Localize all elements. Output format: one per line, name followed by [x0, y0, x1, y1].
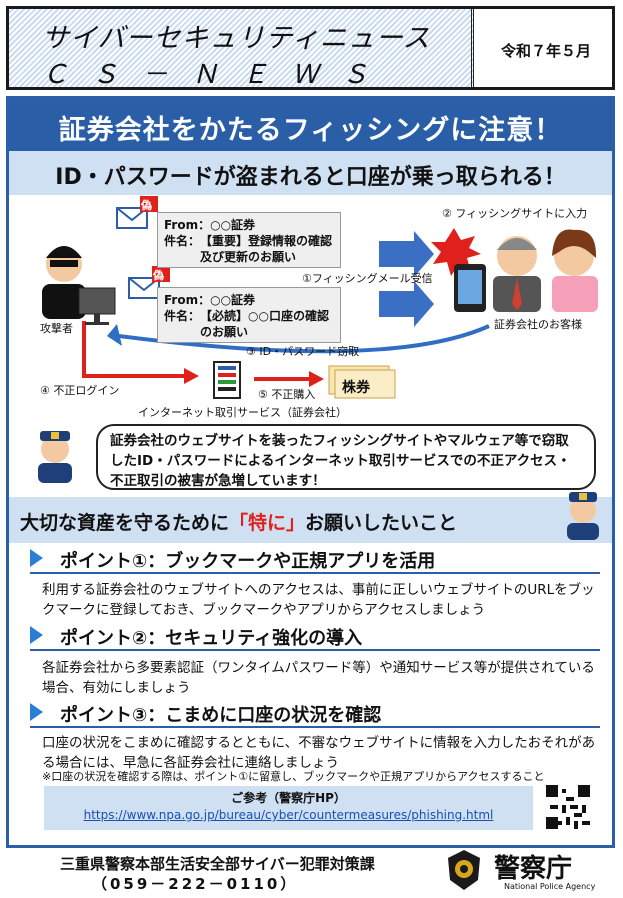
mail-subject-label: 件名： — [164, 234, 201, 248]
point1-title: ポイント①：ブックマークや正規アプリを活用 — [60, 551, 436, 572]
request-after: お願いしたいこと — [305, 512, 458, 534]
arrow-to-customer-1 — [379, 231, 434, 277]
step3-label: ③ ID・パスワード窃取 — [246, 345, 360, 358]
service-label: インターネット取引サービス（証券会社） — [138, 406, 347, 419]
mail-subject-row: 件名：【重要】登録情報の確認及び更新のお願い — [164, 233, 334, 265]
phishing-mail-1: From：○○証券 件名：【重要】登録情報の確認及び更新のお願い — [157, 212, 341, 268]
point2-body: 各証券会社から多要素認証（ワンタイムパスワード等）や通知サービス等が提供されてい… — [42, 660, 595, 696]
point-marker-icon — [30, 703, 43, 721]
mail-subject-row: 件名：【必読】○○口座の確認のお願い — [164, 308, 334, 340]
request-highlight: 「特に」 — [229, 512, 306, 534]
attacker-label: 攻撃者 — [40, 322, 73, 335]
point-marker-icon — [30, 549, 43, 567]
request-heading: 大切な資産を守るために「特に」お願いしたいこと — [20, 508, 457, 535]
point3-title: ポイント③：こまめに口座の状況を確認 — [60, 705, 382, 726]
warning-bubble: 証券会社のウェブサイトを装ったフィッシングサイトやマルウェア等で窃取したID・パ… — [96, 424, 596, 490]
footer-organization: 三重県警察本部生活安全部サイバー犯罪対策課 — [60, 855, 375, 873]
agency-english-name: National Police Agency — [504, 882, 596, 891]
police-emblem-icon — [448, 850, 480, 890]
subheadline: ID・パスワードが盗まれると口座が乗っ取られる！ — [55, 165, 566, 190]
newsletter-subtitle: ＣＳ－ＮＥＷＳ — [42, 60, 393, 90]
point3-body: 口座の状況をこまめに確認するとともに、不審なウェブサイトに情報を入力したおそれが… — [42, 735, 596, 771]
smartphone-icon — [454, 264, 486, 312]
request-before: 大切な資産を守るために — [20, 512, 230, 534]
stock-label: 株券 — [342, 380, 370, 396]
stock-certificate-icon — [328, 365, 396, 399]
step2-label: ② フィッシングサイトに入力 — [442, 207, 588, 220]
computer-icon — [78, 287, 116, 325]
header-frame — [6, 6, 615, 90]
login-arrow — [82, 321, 184, 378]
headline-banner — [9, 99, 612, 151]
arrow-to-customer-2 — [379, 281, 434, 327]
divider — [30, 649, 600, 651]
point-marker-icon — [30, 626, 43, 644]
note: ※口座の状況を確認する際は、ポイント①に留意し、ブックマークや正規アプリからアク… — [42, 770, 545, 783]
subheadline-banner — [9, 151, 612, 195]
attacker-icon — [42, 246, 86, 319]
divider — [30, 726, 600, 728]
police-officer-icon — [567, 492, 599, 540]
customer-man-icon — [493, 236, 541, 312]
point2-title: ポイント②：セキュリティ強化の導入 — [60, 628, 363, 649]
envelope-icon — [116, 196, 158, 229]
divider — [30, 572, 600, 574]
qr-code-icon[interactable] — [546, 785, 590, 829]
mail-subject: 【重要】登録情報の確認及び更新のお願い — [200, 234, 333, 264]
fake-stamp: 偽 — [153, 269, 164, 282]
headline: 証券会社をかたるフィッシングに注意！ — [58, 115, 563, 146]
request-banner — [9, 497, 612, 543]
mail-from: From：○○証券 — [164, 218, 256, 232]
customer-woman-icon — [552, 229, 598, 312]
mail-subject-label: 件名： — [164, 309, 201, 323]
step1-label: ①フィッシングメール受信 — [302, 272, 433, 285]
newsletter-title: サイバーセキュリティニュース — [42, 23, 431, 54]
point1-body: 利用する証券会社のウェブサイトへのアクセスは、事前に正しいウェブサイトのURLを… — [42, 582, 595, 618]
mail-subject: 【必読】○○口座の確認のお願い — [200, 309, 329, 339]
reference-box — [44, 786, 533, 830]
fake-stamp: 偽 — [141, 199, 152, 212]
server-icon — [213, 361, 241, 399]
reference-title: ご参考（警察庁HP） — [231, 791, 346, 805]
mail-from: From：○○証券 — [164, 293, 256, 307]
phishing-flow-diagram — [42, 196, 598, 399]
footer-phone: （059－222－0110） — [92, 875, 299, 893]
issue-date: 令和７年５月 — [500, 42, 591, 60]
credential-theft-arrow — [118, 324, 490, 354]
phishing-mail-2: From：○○証券 件名：【必読】○○口座の確認のお願い — [157, 287, 341, 343]
police-officer-icon — [38, 431, 72, 483]
customer-label: 証券会社のお客様 — [494, 318, 582, 331]
header-title-panel — [6, 6, 474, 90]
step4-label: ④ 不正ログイン — [40, 384, 120, 397]
reference-link[interactable]: https://www.npa.go.jp/bureau/cyber/count… — [83, 808, 494, 822]
step5-label: ⑤ 不正購入 — [258, 388, 316, 401]
agency-name: 警察庁 — [494, 854, 573, 884]
